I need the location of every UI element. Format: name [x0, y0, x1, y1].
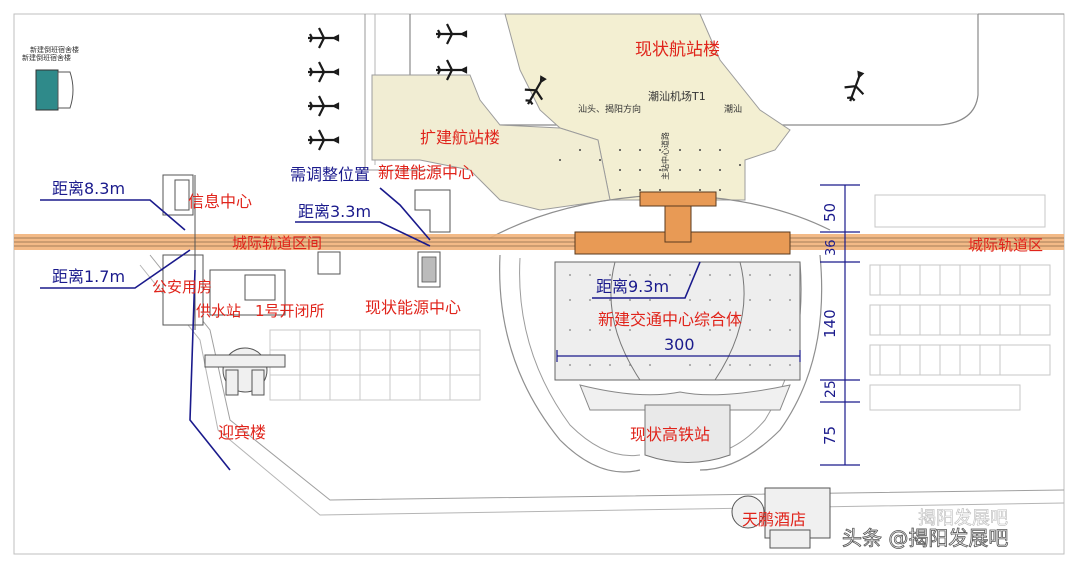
label-water-station: 供水站	[196, 302, 241, 320]
distance-leader-lines	[40, 187, 701, 471]
switch-station-building	[244, 274, 276, 301]
dim-75: 75	[821, 426, 839, 445]
energy-center-inner	[421, 256, 437, 283]
label-rail-zone-right: 城际轨道区	[968, 236, 1043, 254]
label-airport-name: 潮汕机场T1	[648, 89, 706, 103]
new-dorm-annex	[57, 71, 74, 109]
loop-road-left-inner	[519, 257, 641, 457]
info-center-inner	[174, 179, 190, 211]
hub-dot-pattern	[569, 274, 791, 366]
label-distance-1-7: 距离1.7m	[52, 267, 125, 286]
water-station-building	[209, 269, 286, 316]
terminal-dot-grid	[559, 149, 741, 191]
label-existing-energy-center: 现状能源中心	[365, 298, 461, 317]
hsr-platform-canopy	[579, 384, 791, 411]
label-existing-terminal: 现状航站楼	[635, 40, 720, 60]
dimension-lines	[556, 184, 860, 466]
dim-50: 50	[821, 203, 839, 222]
loop-road-right	[699, 254, 823, 471]
guest-building-shape	[204, 347, 286, 396]
left-parking-lots	[269, 329, 481, 401]
label-switch-station: 1号开闭所	[255, 302, 325, 320]
new-dorm-building	[35, 69, 59, 111]
label-direction-left: 汕头、揭阳方向	[578, 103, 641, 115]
dim-36: 36	[824, 239, 839, 256]
info-center-building	[162, 174, 194, 216]
watermark-top: 揭阳发展吧	[918, 508, 1008, 529]
label-expanded-terminal: 扩建航站楼	[420, 128, 500, 147]
loop-road-left	[499, 254, 641, 473]
label-distance-3-3: 距离3.3m	[298, 202, 371, 221]
new-transport-hub-block	[554, 261, 801, 381]
dim-25: 25	[823, 380, 839, 398]
label-info-center: 信息中心	[188, 192, 252, 211]
right-parking-lots	[869, 194, 1051, 411]
label-existing-hsr-station: 现状高铁站	[630, 425, 710, 444]
small-building	[317, 251, 341, 275]
label-distance-9-3: 距离9.3m	[596, 277, 669, 296]
label-guest-building: 迎宾楼	[218, 423, 266, 442]
tianpeng-hotel-shape	[731, 487, 831, 549]
label-new-transport-hub: 新建交通中心综合体	[598, 310, 742, 329]
label-center-road: 主站中心道路	[660, 132, 670, 180]
dim-width-300: 300	[664, 335, 695, 354]
existing-hsr-station-building	[644, 404, 731, 463]
label-adjust-position: 需调整位置	[290, 165, 370, 184]
left-road	[364, 14, 440, 171]
label-tianpeng-hotel: 天鹏酒店	[742, 510, 806, 529]
dim-140: 140	[821, 309, 839, 338]
new-energy-center-building	[414, 189, 451, 233]
airplane-icons	[308, 23, 865, 151]
existing-terminal-area	[504, 13, 791, 201]
label-distance-8-3: 距离8.3m	[52, 179, 125, 198]
label-public-housing: 公安用房	[152, 278, 212, 296]
label-new-dorm-2: 新建倒班宿舍楼	[22, 53, 71, 62]
watermark-bottom: 头条 @揭阳发展吧	[842, 526, 1008, 550]
label-rail-zone-left: 城际轨道区间	[232, 234, 322, 252]
label-new-energy-center: 新建能源中心	[378, 163, 474, 182]
label-direction-right: 潮汕	[724, 103, 742, 115]
label-new-dorm-1: 新建倒班宿舍楼	[30, 45, 79, 54]
rail-station-head	[639, 191, 717, 207]
public-security-building	[162, 254, 204, 326]
hub-inner-curves	[610, 261, 745, 381]
